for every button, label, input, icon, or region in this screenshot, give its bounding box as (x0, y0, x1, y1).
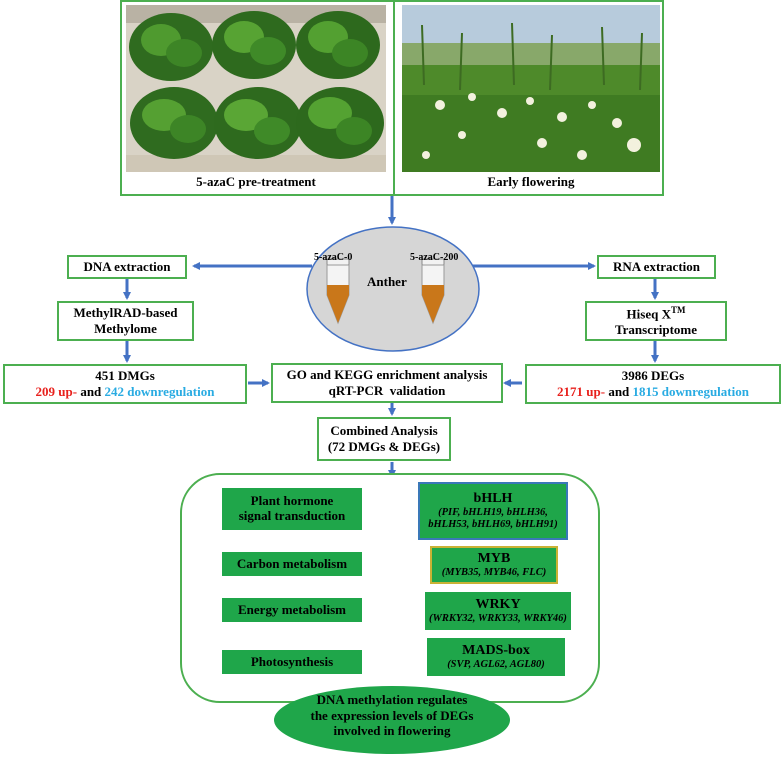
myb-title: MYB (477, 550, 511, 566)
mads-box-title: MADS-box (462, 642, 530, 658)
combined-line1: Combined Analysis (330, 423, 438, 439)
hiseq-trademark: TM (670, 304, 686, 315)
dmgs-title: 451 DMGs (95, 368, 155, 384)
top-photo-panel: 5-azaC pre-treatment Early flowering (120, 0, 664, 196)
tube-left-label: 5-azaC-0 (314, 252, 353, 263)
conclusion-line2: the expression levels of DEGs (310, 707, 474, 723)
pathway-photosynthesis-label: Photosynthesis (250, 653, 334, 669)
bhlh-genes-line2: bHLH53, bHLH69, bHLH91) (428, 519, 558, 531)
mads-box-genes: (SVP, AGL62, AGL80) (447, 659, 545, 671)
conclusion-text: DNA methylation regulates the expression… (272, 692, 512, 739)
pathway-carbon-metabolism: Carbon metabolism (222, 552, 362, 576)
hiseq-line1: Hiseq XTM (626, 304, 686, 322)
degs-and: and (605, 384, 633, 399)
anther-ellipse (306, 226, 480, 352)
pathway-plant-hormone-line1: Plant hormone (250, 493, 334, 509)
plant-cluster-3 (296, 11, 380, 79)
enrichment-line2: qRT-PCR validation (328, 383, 446, 398)
tube-right-label: 5-azaC-200 (410, 252, 459, 263)
photo-divider (393, 2, 395, 194)
gene-family-wrky: WRKY (WRKY32, WRKY33, WRKY46) (425, 592, 571, 630)
pathway-carbon-label: Carbon metabolism (236, 555, 348, 571)
hiseq-line2: Transcriptome (614, 321, 698, 337)
rna-extraction-label: RNA extraction (612, 259, 700, 275)
methylome-line2: Methylome (94, 321, 157, 336)
dmgs-up: 209 up- (35, 384, 78, 399)
dmgs-box: 451 DMGs 209 up- and 242 downregulation (3, 364, 247, 404)
plant-cluster-2 (212, 11, 296, 79)
gene-family-myb: MYB (MYB35, MYB46, FLC) (430, 546, 558, 584)
degs-down: 1815 downregulation (632, 384, 749, 399)
degs-up: 2171 up- (557, 384, 606, 399)
dna-extraction-box: DNA extraction (67, 255, 187, 279)
left-photo-caption: 5-azaC pre-treatment (196, 174, 316, 189)
dmgs-and: and (77, 384, 105, 399)
plants-photo (126, 5, 386, 172)
plant-cluster-4 (130, 87, 218, 159)
dmgs-summary: 209 up- and 242 downregulation (36, 384, 215, 400)
enrichment-line1: GO and KEGG enrichment analysis (286, 367, 488, 383)
dmgs-down: 242 downregulation (104, 384, 215, 399)
plant-cluster-6 (296, 87, 384, 159)
conclusion-line1: DNA methylation regulates (316, 692, 468, 707)
anther-label: Anther (367, 274, 407, 289)
conclusion-line3: involved in flowering (333, 723, 451, 739)
hiseq-box: Hiseq XTM Transcriptome (585, 301, 727, 341)
field-photo (402, 5, 660, 172)
rna-extraction-box: RNA extraction (597, 255, 716, 279)
wrky-title: WRKY (475, 596, 521, 612)
right-photo-caption: Early flowering (487, 174, 575, 189)
methylome-line1: MethylRAD-based (73, 305, 178, 321)
degs-box: 3986 DEGs 2171 up- and 1815 downregulati… (525, 364, 781, 404)
enrichment-box: GO and KEGG enrichment analysis qRT-PCR … (271, 363, 503, 403)
plant-cluster-1 (129, 13, 213, 81)
degs-title: 3986 DEGs (621, 368, 685, 384)
bhlh-title: bHLH (473, 490, 513, 506)
wrky-genes: (WRKY32, WRKY33, WRKY46) (429, 613, 567, 625)
methylome-box: MethylRAD-based Methylome (57, 301, 194, 341)
combined-line2: (72 DMGs & DEGs) (327, 439, 441, 454)
myb-genes: (MYB35, MYB46, FLC) (441, 567, 547, 579)
gene-family-bhlh: bHLH (PIF, bHLH19, bHLH36, bHLH53, bHLH6… (418, 482, 568, 540)
conclusion-ellipse (274, 686, 510, 754)
pathway-plant-hormone: Plant hormone signal transduction (222, 488, 362, 530)
tube-left-icon (326, 258, 350, 325)
pathway-energy-metabolism: Energy metabolism (222, 598, 362, 622)
bhlh-genes-line1: (PIF, bHLH19, bHLH36, (438, 506, 548, 518)
tube-right-icon (421, 258, 445, 325)
degs-summary: 2171 up- and 1815 downregulation (557, 384, 749, 400)
pathway-plant-hormone-line2: signal transduction (238, 508, 346, 523)
combined-analysis-box: Combined Analysis (72 DMGs & DEGs) (317, 417, 451, 461)
pathway-photosynthesis: Photosynthesis (222, 650, 362, 674)
gene-family-mads-box: MADS-box (SVP, AGL62, AGL80) (427, 638, 565, 676)
pathway-energy-label: Energy metabolism (238, 601, 346, 617)
plant-cluster-5 (214, 87, 302, 159)
dna-extraction-label: DNA extraction (83, 259, 171, 275)
